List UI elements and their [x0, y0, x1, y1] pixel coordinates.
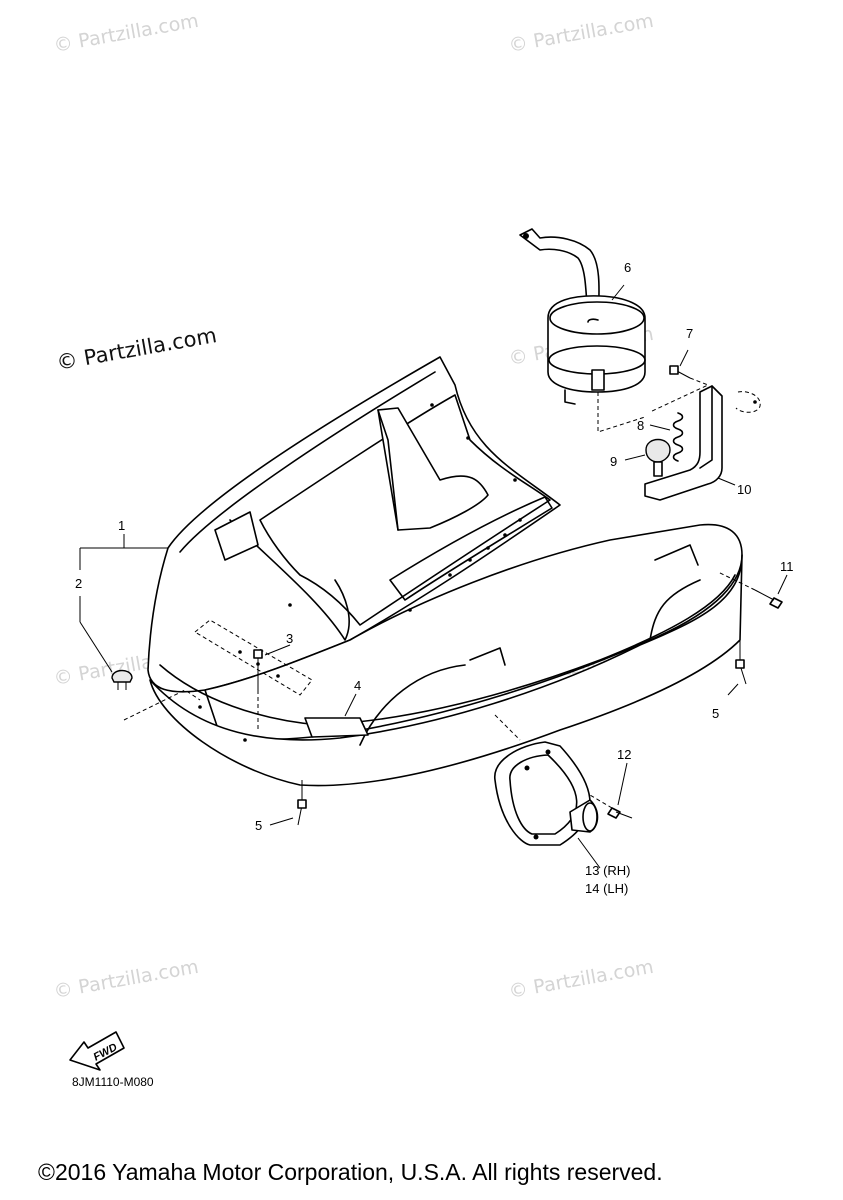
bracket-10: [644, 385, 761, 501]
leader-lines: [79, 534, 357, 721]
duct-cover-13-14: [494, 714, 601, 869]
callout-6: 6: [624, 260, 631, 275]
watermark-strong: © Partzilla.com: [55, 323, 219, 375]
callout-1: 1: [118, 518, 125, 533]
callout-3: 3: [286, 631, 293, 646]
rivet-5: [727, 640, 747, 696]
callout-11: 11: [780, 559, 794, 574]
bolt-3: [253, 649, 263, 730]
watermark: © Partzilla.com: [507, 956, 655, 1003]
callout-13: 13 (RH): [585, 863, 631, 878]
bolt-7: [649, 349, 710, 413]
mounting-holes: [198, 403, 522, 742]
callout-12: 12: [617, 747, 631, 762]
mount-9: [624, 438, 671, 477]
screw-11: [717, 571, 788, 609]
rivet-5: [269, 780, 307, 826]
muffler-6: [519, 228, 646, 405]
callout-14: 14 (LH): [585, 881, 628, 896]
copyright-notice: ©2016 Yamaha Motor Corporation, U.S.A. A…: [38, 1159, 663, 1185]
callout-10: 10: [737, 482, 751, 497]
callout-7: 7: [686, 326, 693, 341]
callout-5: 5: [255, 818, 262, 833]
callout-5: 5: [712, 706, 719, 721]
callout-9: 9: [610, 454, 617, 469]
callout-4: 4: [354, 678, 361, 693]
diagram-code: 8JM1110-M080: [72, 1075, 154, 1089]
spring-8: [649, 412, 684, 462]
screw-12: [555, 762, 633, 819]
hull-engine-bay: [147, 356, 743, 787]
watermark: © Partzilla.com: [52, 956, 200, 1003]
fwd-arrow-icon: FWD: [69, 1031, 125, 1071]
watermark: © Partzilla.com: [52, 10, 200, 57]
watermark: © Partzilla.com: [507, 10, 655, 57]
callout-8: 8: [637, 418, 644, 433]
clip-2: [111, 669, 133, 690]
callout-2: 2: [75, 576, 82, 591]
